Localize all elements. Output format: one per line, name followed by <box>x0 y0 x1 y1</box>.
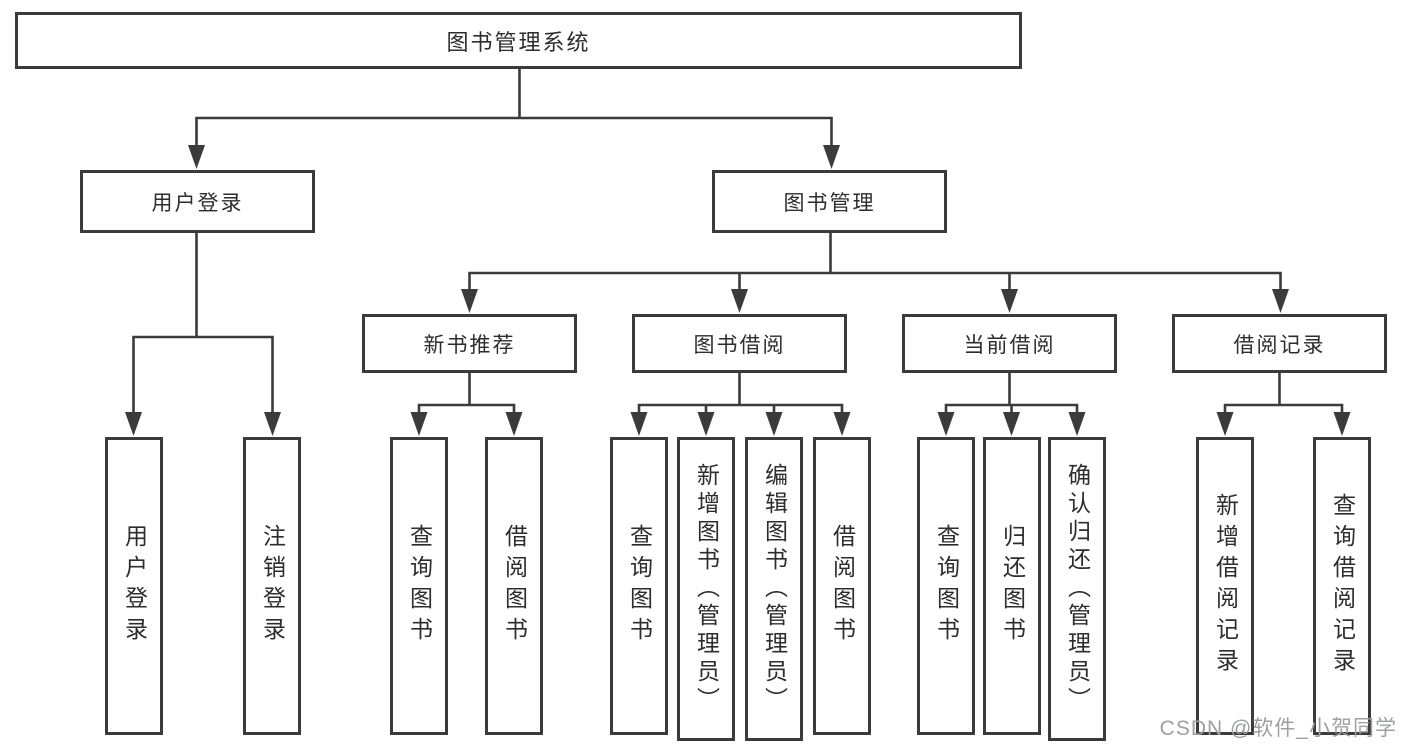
leaf-return-books: 归还图书 <box>983 437 1041 735</box>
node-label: 新书推荐 <box>423 333 516 357</box>
node-label: 查询借阅记录 <box>1329 493 1356 679</box>
edge-sec2-to-leaves <box>944 371 1079 416</box>
node-label: 用户登录 <box>121 524 148 648</box>
node-label: 当前借阅 <box>963 333 1056 357</box>
node-user-login: 用户登录 <box>80 170 315 233</box>
leaf-search-books: 查询图书 <box>610 437 668 735</box>
node-label: 查询图书 <box>933 524 960 648</box>
node-label: 借阅记录 <box>1233 333 1326 357</box>
arrowhead <box>505 412 523 436</box>
edge-mgmt-to-sections <box>468 231 1282 293</box>
node-label: 用户登录 <box>151 191 244 215</box>
leaf-borrow-books: 借阅图书 <box>485 437 543 735</box>
node-new-book-recommendation: 新书推荐 <box>362 314 577 373</box>
arrowhead <box>937 412 955 436</box>
leaf-add-books-admin: 新增图书（管理员） <box>677 437 735 741</box>
leaf-search-books: 查询图书 <box>390 437 448 735</box>
arrowhead <box>833 412 851 436</box>
node-label: 确认归还（管理员） <box>1064 463 1091 715</box>
node-book-borrowing: 图书借阅 <box>632 314 847 373</box>
arrowhead <box>1216 412 1234 436</box>
arrowhead <box>1333 412 1351 436</box>
node-label: 图书管理 <box>783 191 876 215</box>
edge-root-to-level2 <box>195 67 833 149</box>
node-label: 借阅图书 <box>829 524 856 648</box>
node-label: 图书管理系统 <box>446 29 591 55</box>
node-current-borrowing: 当前借阅 <box>902 314 1117 373</box>
node-label: 注销登录 <box>259 524 286 648</box>
node-label: 查询图书 <box>626 524 653 648</box>
csdn-watermark: CSDN @软件_小贺同学 <box>1159 717 1397 740</box>
arrowhead <box>1068 412 1086 436</box>
leaf-logout: 注销登录 <box>243 437 301 735</box>
node-label: 查询图书 <box>406 524 433 648</box>
edge-login-to-leaves <box>132 231 274 416</box>
arrowhead <box>1003 412 1020 436</box>
leaf-search-borrow-record: 查询借阅记录 <box>1313 437 1371 735</box>
arrowhead <box>1001 289 1018 313</box>
arrowhead <box>765 412 783 436</box>
edge-sec3-to-leaves <box>1223 371 1344 416</box>
arrowhead <box>1272 289 1289 313</box>
node-label: 图书借阅 <box>693 333 786 357</box>
arrowhead <box>188 145 205 169</box>
arrowhead <box>264 412 281 436</box>
arrowhead <box>125 412 142 436</box>
arrowhead <box>823 145 840 169</box>
leaf-user-login: 用户登录 <box>105 437 163 735</box>
arrowhead <box>461 289 478 313</box>
node-label: 归还图书 <box>999 524 1026 648</box>
node-label: 新增图书（管理员） <box>693 463 720 715</box>
leaf-search-books: 查询图书 <box>917 437 975 735</box>
arrowhead <box>630 412 648 436</box>
node-library-management-system: 图书管理系统 <box>15 12 1022 69</box>
edge-sec1-to-leaves <box>637 371 844 416</box>
node-label: 编辑图书（管理员） <box>761 463 788 715</box>
leaf-borrow-books: 借阅图书 <box>813 437 871 735</box>
node-book-management: 图书管理 <box>712 170 947 233</box>
arrowhead <box>731 289 748 313</box>
leaf-edit-books-admin: 编辑图书（管理员） <box>745 437 803 741</box>
node-borrow-records: 借阅记录 <box>1172 314 1387 373</box>
node-label: 新增借阅记录 <box>1212 493 1239 679</box>
node-label: 借阅图书 <box>501 524 528 648</box>
arrowhead <box>697 412 715 436</box>
leaf-add-borrow-record: 新增借阅记录 <box>1196 437 1254 735</box>
arrowhead <box>410 412 428 436</box>
edge-sec0-to-leaves <box>417 371 516 416</box>
leaf-confirm-return-admin: 确认归还（管理员） <box>1048 437 1106 741</box>
